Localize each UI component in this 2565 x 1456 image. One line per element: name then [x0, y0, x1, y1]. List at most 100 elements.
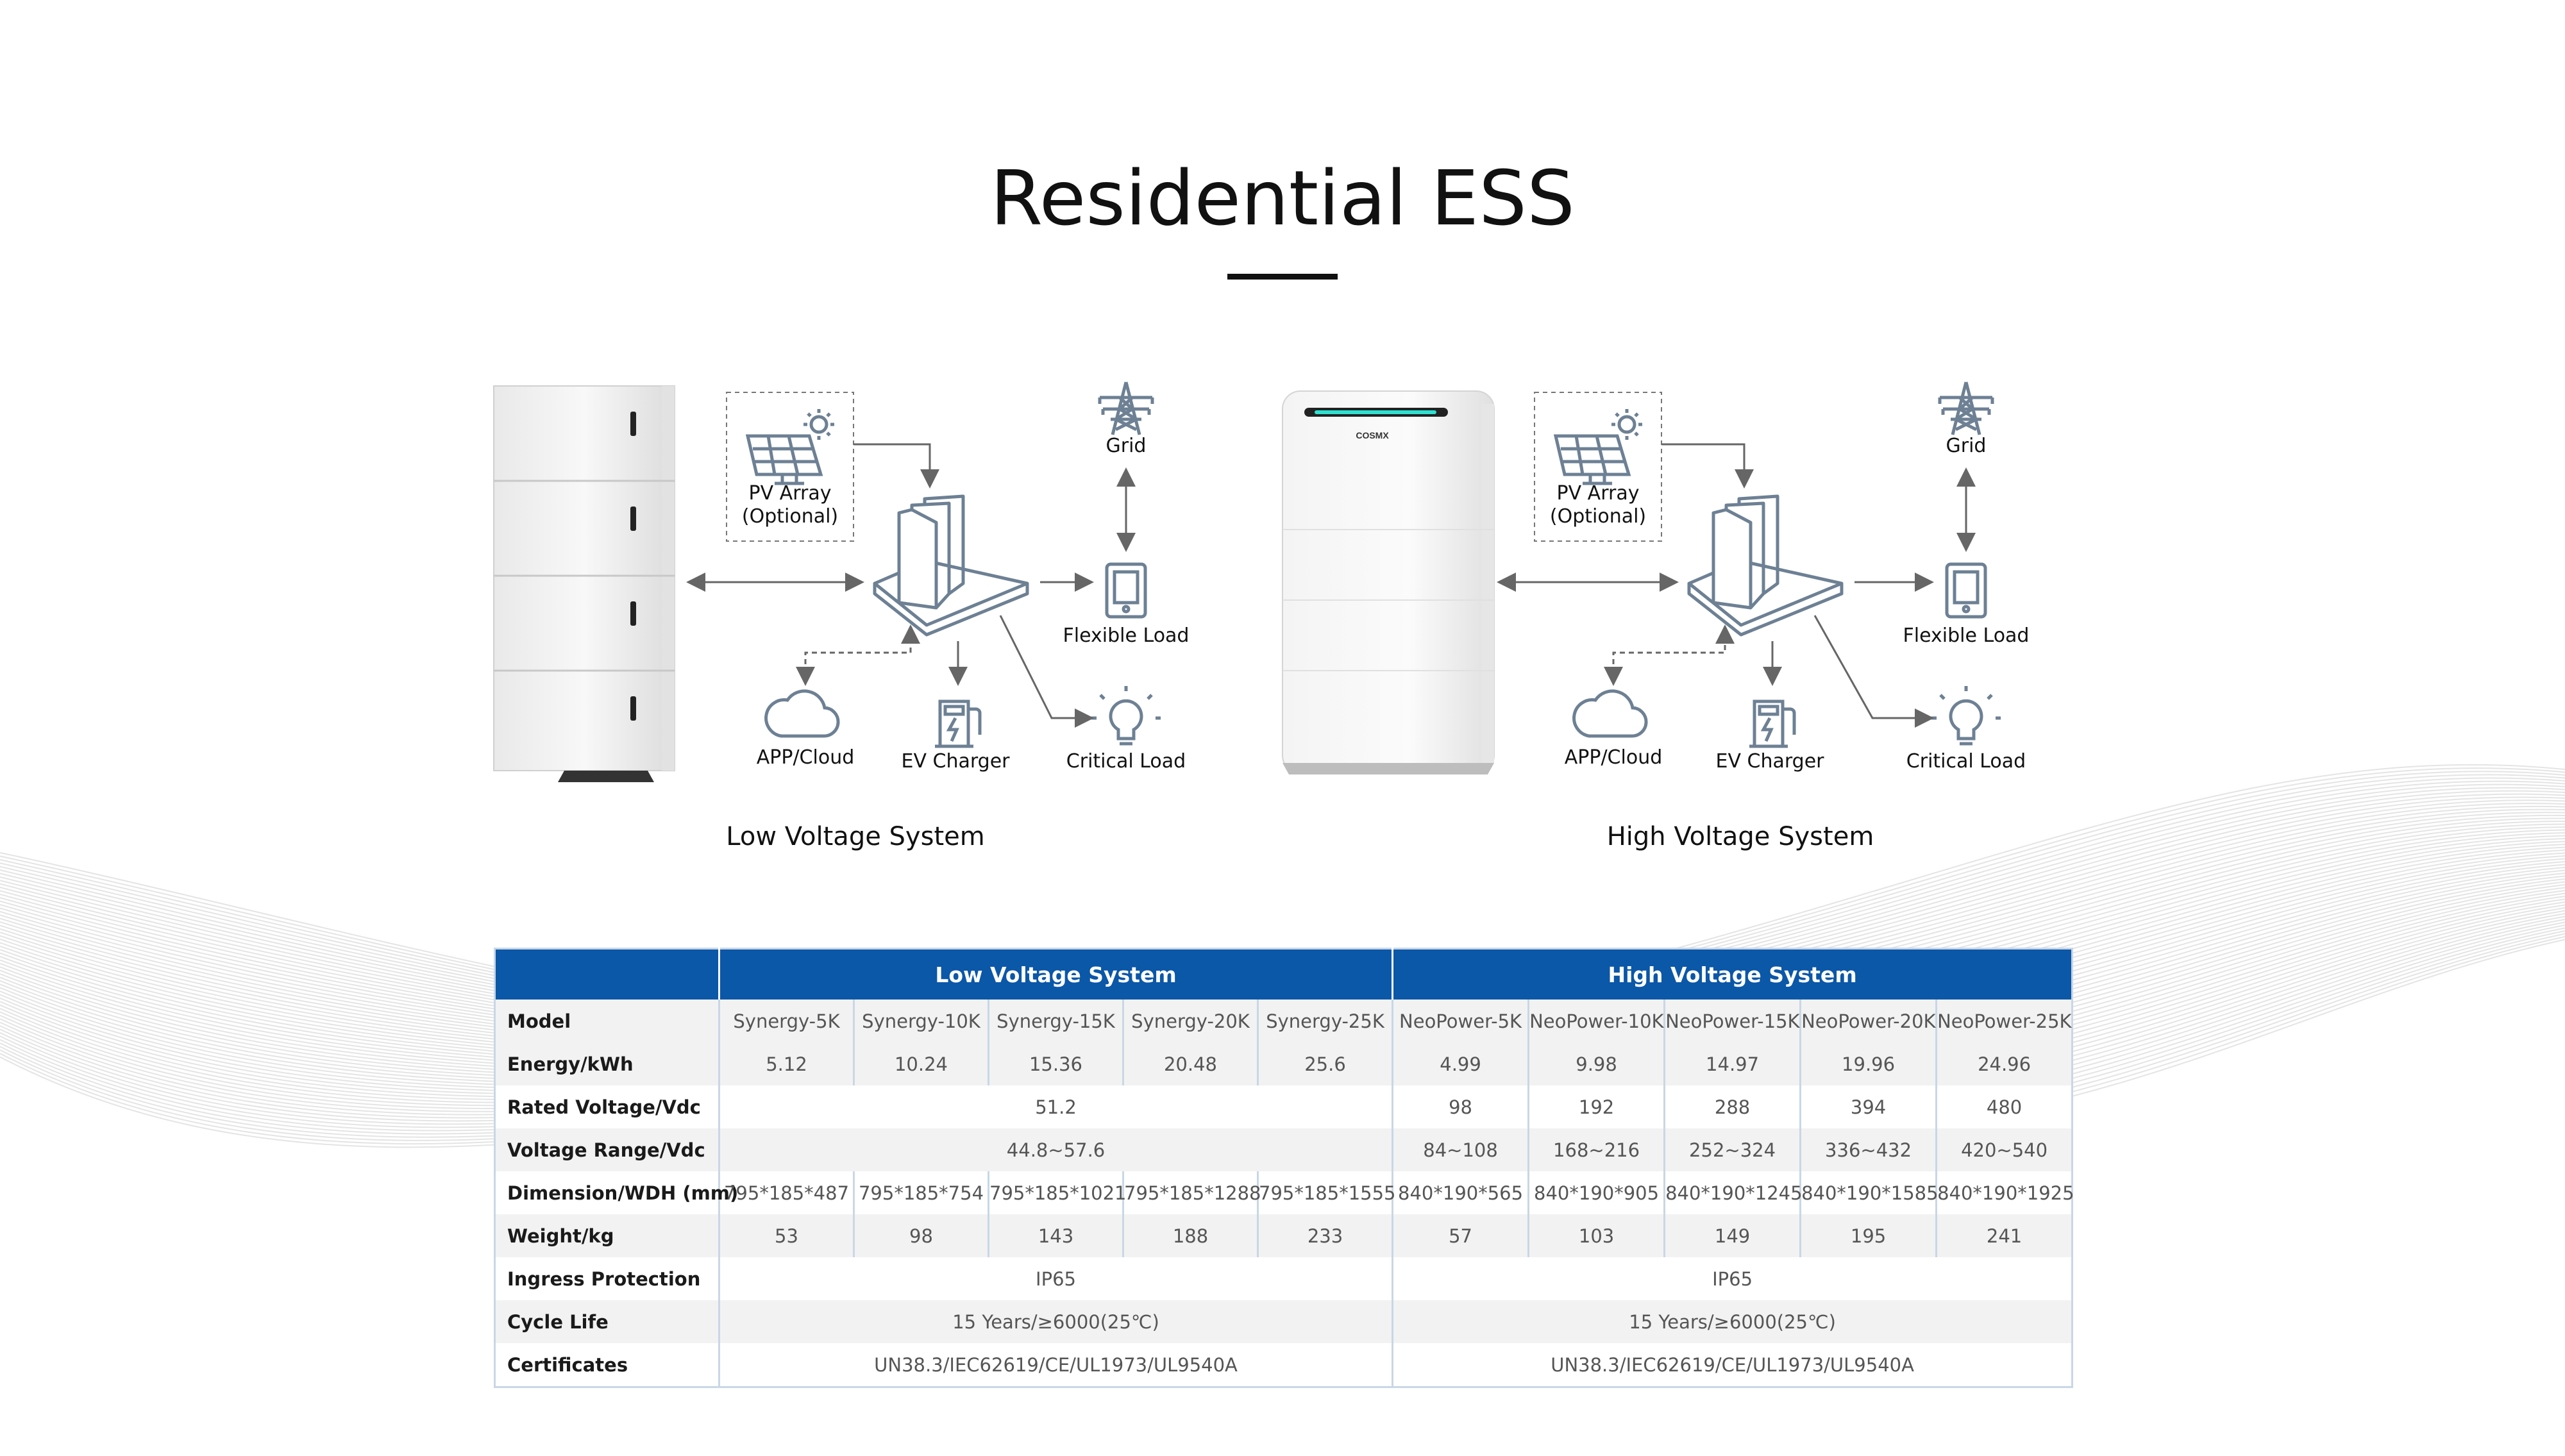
row-label: Cycle Life: [494, 1300, 719, 1343]
row-label: Energy/kWh: [494, 1042, 719, 1085]
table-cell: 10.24: [853, 1042, 989, 1085]
page-title: Residential ESS: [990, 154, 1575, 242]
table-cell: Synergy-5K: [718, 1000, 854, 1042]
table-cell: IP65: [718, 1257, 1393, 1300]
table-cell: 5.12: [718, 1042, 854, 1085]
row-label: Voltage Range/Vdc: [494, 1128, 719, 1171]
row-label: Rated Voltage/Vdc: [507, 1096, 701, 1118]
table-cell: UN38.3/IEC62619/CE/UL1973/UL9540A: [1392, 1343, 2073, 1387]
table-cell: 420~540: [1935, 1128, 2073, 1171]
table-cell: 795*185*754: [853, 1171, 989, 1214]
grid-tower-icon: [1098, 381, 1154, 435]
row-label: Weight/kg: [494, 1214, 719, 1257]
table-cell: 241: [1935, 1214, 2073, 1257]
table-cell: 336~432: [1799, 1128, 1937, 1171]
table-cell: 44.8~57.6: [718, 1128, 1393, 1171]
battery-cabinet-image: [493, 385, 675, 782]
grid-label: Grid: [1946, 435, 1987, 457]
pv-box: [1534, 392, 1662, 542]
table-cell: 103: [1527, 1214, 1665, 1257]
solar-panel-icon: [745, 409, 834, 485]
ev-charger-icon: [1749, 699, 1796, 748]
table-row-rated-voltage: Rated Voltage/Vdc 51.2 98 192 288 394 48…: [495, 1085, 2073, 1128]
app-cloud-label: APP/Cloud: [1564, 746, 1663, 769]
hv-battery-image: [1282, 390, 1495, 774]
cloud-icon: [1572, 689, 1648, 738]
table-cell: 143: [988, 1214, 1123, 1257]
flexible-load-icon: [1945, 562, 1987, 619]
table-cell: 57: [1392, 1214, 1529, 1257]
row-label: Ingress Protection: [507, 1268, 701, 1290]
table-cell: 98: [853, 1214, 989, 1257]
critical-load-label: Critical Load: [1066, 750, 1186, 773]
table-cell: 84~108: [1392, 1128, 1529, 1171]
inverter-icon: [1687, 494, 1844, 637]
ev-charger-icon: [935, 699, 982, 748]
table-cell: IP65: [1392, 1257, 2073, 1300]
grid-tower-icon: [1938, 381, 1994, 435]
table-cell: 24.96: [1935, 1042, 2073, 1085]
table-cell: 51.2: [718, 1085, 1393, 1128]
title-underline: [1227, 274, 1338, 280]
table-cell: Synergy-20K: [1122, 1000, 1258, 1042]
table-cell: 15.36: [988, 1042, 1123, 1085]
app-cloud-label: APP/Cloud: [756, 746, 855, 769]
table-row-voltage-range: Voltage Range/Vdc 44.8~57.6 84~108 168~2…: [494, 1128, 2073, 1171]
table-cell: 98: [1392, 1085, 1529, 1128]
table-cell: 480: [1935, 1085, 2073, 1128]
table-cell: 840*190*1245: [1663, 1171, 1803, 1214]
pv-array-label: PV Array (Optional): [1549, 482, 1647, 528]
high-voltage-diagram: COSMX: [1276, 378, 2103, 853]
table-cell: 252~324: [1663, 1128, 1801, 1171]
table-cell: 233: [1256, 1214, 1393, 1257]
row-label: Certificates: [507, 1353, 628, 1376]
flexible-load-label: Flexible Load: [1063, 624, 1190, 647]
high-voltage-caption: High Voltage System: [1606, 822, 1874, 851]
table-cell: Synergy-10K: [853, 1000, 989, 1042]
table-cell: Synergy-25K: [1256, 1000, 1393, 1042]
table-cell: 53: [718, 1214, 854, 1257]
critical-load-label: Critical Load: [1906, 750, 2026, 773]
table-cell: 4.99: [1392, 1042, 1529, 1085]
table-cell: 195: [1799, 1214, 1937, 1257]
table-cell: 19.96: [1799, 1042, 1937, 1085]
table-cell: 168~216: [1527, 1128, 1665, 1171]
header-corner: [494, 948, 719, 1000]
table-cell: 840*190*1585: [1799, 1171, 1938, 1214]
table-cell: UN38.3/IEC62619/CE/UL1973/UL9540A: [718, 1343, 1393, 1387]
table-row-cycle-life: Cycle Life 15 Years/≥6000(25℃) 15 Years/…: [494, 1300, 2073, 1343]
header-low-voltage: Low Voltage System: [718, 948, 1393, 1000]
grid-label: Grid: [1106, 435, 1147, 457]
table-cell: 192: [1527, 1085, 1665, 1128]
flexible-load-label: Flexible Load: [1903, 624, 2030, 647]
row-label: Model: [494, 1000, 719, 1042]
table-cell: NeoPower-15K: [1663, 1000, 1801, 1042]
flexible-load-icon: [1105, 562, 1147, 619]
table-row-ingress: Ingress Protection IP65 IP65: [495, 1257, 2073, 1300]
table-cell: 795*185*1555: [1256, 1171, 1396, 1214]
row-label: Dimension/WDH (mm): [507, 1182, 739, 1204]
table-row-energy: Energy/kWh 5.12 10.24 15.36 20.48 25.6 4…: [494, 1042, 2073, 1085]
table-cell: 795*185*1288: [1122, 1171, 1261, 1214]
table-row-dimension: Dimension/WDH (mm) 795*185*487 795*185*7…: [495, 1171, 2074, 1214]
ev-charger-label: EV Charger: [1715, 750, 1824, 773]
table-header-row: Low Voltage System High Voltage System: [494, 948, 2073, 1000]
hv-brand-logo: COSMX: [1356, 430, 1389, 440]
table-cell: Synergy-15K: [988, 1000, 1123, 1042]
spec-table: Low Voltage System High Voltage System M…: [494, 948, 2074, 1388]
table-cell: NeoPower-25K: [1935, 1000, 2073, 1042]
pv-box: [726, 392, 854, 542]
table-cell: 14.97: [1663, 1042, 1801, 1085]
table-cell: 149: [1663, 1214, 1801, 1257]
low-voltage-caption: Low Voltage System: [726, 822, 985, 851]
table-row-model: Model Synergy-5K Synergy-10K Synergy-15K…: [494, 1000, 2073, 1042]
table-cell: NeoPower-20K: [1799, 1000, 1937, 1042]
flow-arrows: [1497, 443, 1976, 728]
table-cell: 840*190*1925: [1935, 1171, 2074, 1214]
table-cell: 840*190*565: [1392, 1171, 1529, 1214]
table-cell: 9.98: [1527, 1042, 1665, 1085]
table-cell: 795*185*487: [718, 1171, 854, 1214]
low-voltage-diagram: PV Array (Optional) Grid Flexible Load A…: [481, 378, 1308, 853]
table-cell: 15 Years/≥6000(25℃): [718, 1300, 1393, 1343]
inverter-icon: [873, 494, 1029, 637]
